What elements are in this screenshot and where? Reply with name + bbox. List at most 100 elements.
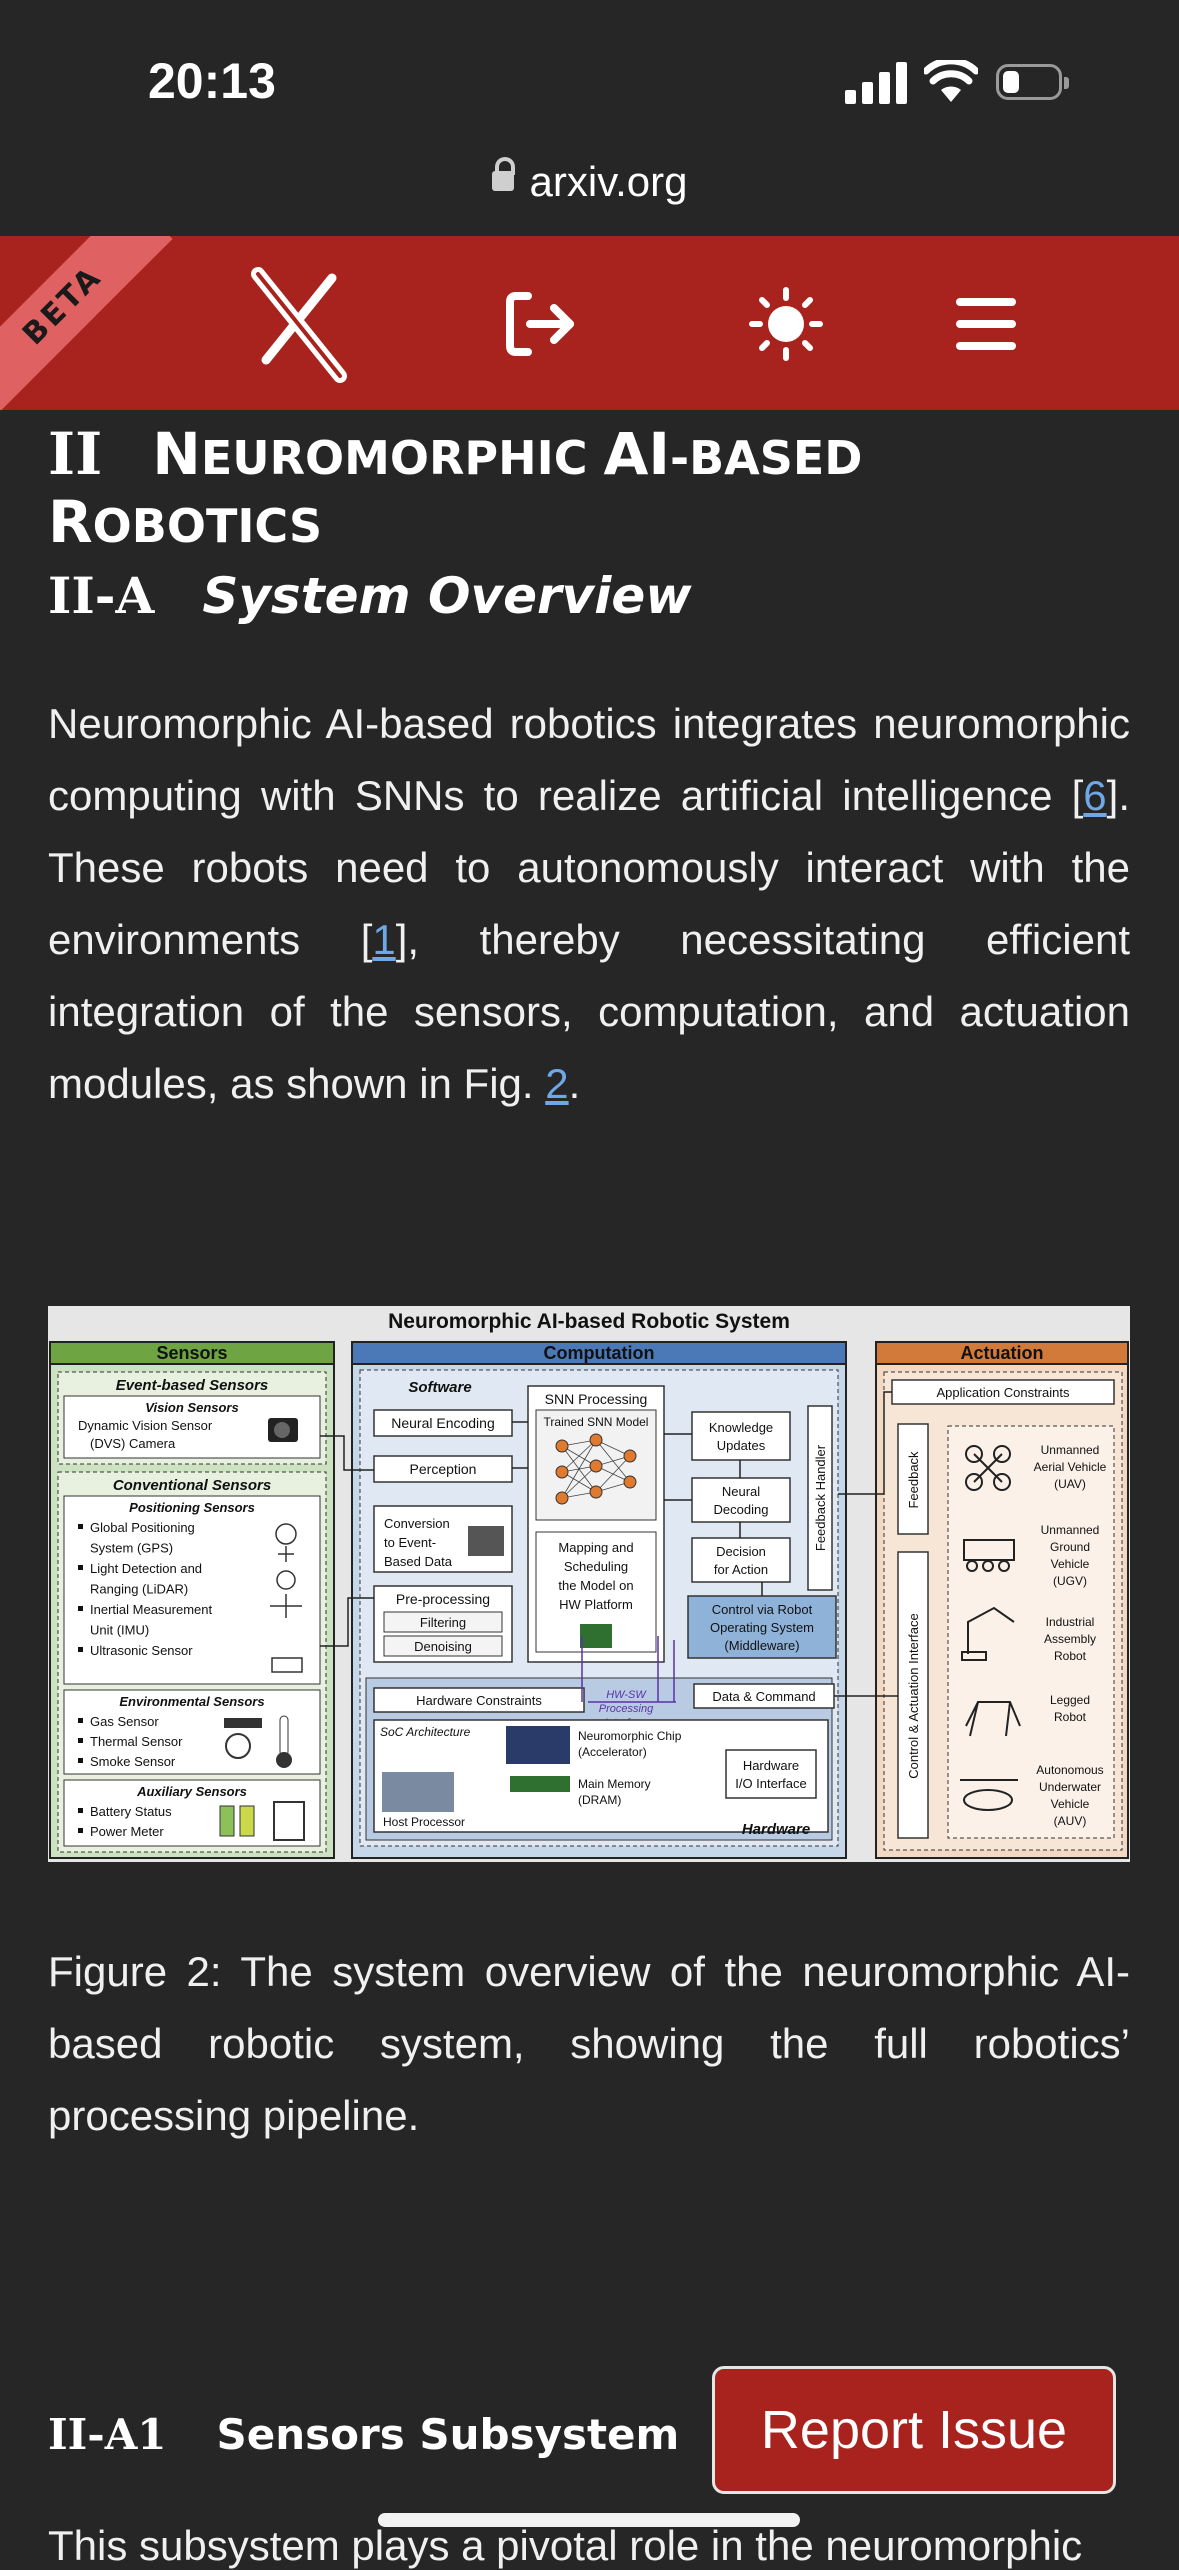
software-label: Software bbox=[408, 1379, 471, 1396]
section-title-part: N bbox=[152, 420, 201, 488]
site-header: BETA bbox=[0, 236, 1179, 410]
report-issue-button[interactable]: Report Issue bbox=[712, 2366, 1116, 2494]
pos-list-line: Light Detection and bbox=[90, 1561, 202, 1576]
section-title: NEUROMORPHIC AI-BASED ROBOTICS bbox=[48, 420, 862, 556]
ctrl-lines-line: Operating System bbox=[710, 1620, 814, 1635]
positioning-sensors-title: Positioning Sensors bbox=[129, 1500, 255, 1515]
app-constraints-box: Application Constraints bbox=[937, 1385, 1070, 1400]
arxiv-logo-icon[interactable] bbox=[236, 264, 356, 384]
paragraph-text: Neuromorphic AI-based robotics integrate… bbox=[48, 700, 1130, 819]
neural-encoding-box: Neural Encoding bbox=[391, 1415, 495, 1431]
url-bar[interactable]: arxiv.org bbox=[0, 156, 1179, 206]
paragraph-text: . bbox=[568, 1060, 581, 1107]
next-paragraph: This subsystem plays a pivotal role in t… bbox=[48, 2522, 1083, 2569]
login-icon[interactable] bbox=[482, 264, 602, 384]
citation-link[interactable]: 6 bbox=[1083, 772, 1107, 819]
host-processor-icon bbox=[382, 1772, 454, 1812]
vision-item: (DVS) Camera bbox=[90, 1436, 176, 1451]
chip-lines-line: (Accelerator) bbox=[578, 1745, 647, 1759]
hwsw-lines-line: Processing bbox=[599, 1703, 654, 1715]
section-number: II bbox=[48, 420, 103, 488]
body-paragraph: Neuromorphic AI-based robotics integrate… bbox=[48, 688, 1130, 1120]
smoke-detector-icon bbox=[224, 1718, 262, 1759]
robot-uav-label: Aerial Vehicle bbox=[1034, 1460, 1107, 1474]
know-lines-line: Knowledge bbox=[709, 1420, 773, 1435]
perception-box: Perception bbox=[410, 1461, 477, 1477]
memory-icon bbox=[510, 1776, 570, 1792]
main-memory-label: Main Memory(DRAM) bbox=[578, 1777, 651, 1807]
feedback-handler-box: Feedback Handler bbox=[813, 1444, 828, 1551]
citation-link[interactable]: 2 bbox=[545, 1060, 569, 1107]
preprocessing-box: Pre-processing bbox=[396, 1591, 490, 1607]
know-lines-line: Updates bbox=[717, 1438, 766, 1453]
map-lines-line: Mapping and bbox=[558, 1540, 633, 1555]
env-list-line: Thermal Sensor bbox=[90, 1734, 183, 1749]
dec-lines-line: Decoding bbox=[714, 1502, 769, 1517]
subsubsection-number: II-A1 bbox=[48, 2410, 167, 2459]
aux-list-line: Battery Status bbox=[90, 1804, 172, 1819]
ctrl-lines-line: Control via Robot bbox=[712, 1602, 813, 1617]
vision-sensors-title: Vision Sensors bbox=[145, 1400, 238, 1415]
status-bar: 20:13 arxiv.org bbox=[0, 0, 1179, 205]
environmental-sensors-title: Environmental Sensors bbox=[119, 1694, 264, 1709]
robot-ugv-label: Unmanned bbox=[1041, 1523, 1100, 1537]
pos-list-line: Global Positioning bbox=[90, 1520, 195, 1535]
bullet bbox=[78, 1606, 83, 1611]
power-meter-icon bbox=[273, 1801, 305, 1841]
env-list-line: Smoke Sensor bbox=[90, 1754, 176, 1769]
citation-link[interactable]: 1 bbox=[372, 916, 396, 963]
hardware-constraints-box: Hardware Constraints bbox=[416, 1693, 542, 1708]
neuron-nodes bbox=[555, 1433, 637, 1505]
trained-model-box: Trained SNN Model bbox=[544, 1415, 649, 1429]
bullet bbox=[78, 1524, 83, 1529]
robot-icons bbox=[960, 1445, 1021, 1811]
bullet bbox=[78, 1647, 83, 1652]
menu-icon[interactable] bbox=[926, 264, 1046, 384]
actuation-header: Actuation bbox=[961, 1343, 1044, 1363]
auxiliary-sensors-title: Auxiliary Sensors bbox=[136, 1784, 247, 1799]
map-lines-line: Scheduling bbox=[564, 1559, 628, 1574]
act-lines-line: Decision bbox=[716, 1544, 766, 1559]
bullet bbox=[78, 1828, 83, 1833]
dec-lines-line: Neural bbox=[722, 1484, 760, 1499]
home-indicator[interactable] bbox=[378, 2513, 800, 2527]
event-image-icon bbox=[468, 1526, 504, 1556]
bullet bbox=[78, 1718, 83, 1723]
pos-list-line: Ultrasonic Sensor bbox=[90, 1643, 193, 1658]
battery-icon bbox=[996, 64, 1069, 100]
robot-legged-label: Robot bbox=[1054, 1710, 1087, 1724]
theme-toggle-icon[interactable] bbox=[726, 264, 846, 384]
data-command-box: Data & Command bbox=[712, 1689, 815, 1704]
robot-ugv-label: (UGV) bbox=[1053, 1574, 1087, 1588]
filtering-box: Filtering bbox=[420, 1615, 466, 1630]
robot-industrial-label: Industrial bbox=[1046, 1615, 1095, 1629]
paragraph-text: ], thereby necessitating efficient integ… bbox=[48, 916, 1130, 1107]
neural-network-icon bbox=[561, 1439, 631, 1499]
soc-label: SoC Architecture bbox=[380, 1725, 471, 1739]
section-title-part: R bbox=[48, 488, 93, 556]
io-lines-line: I/O Interface bbox=[735, 1776, 807, 1791]
aux-list-line: Power Meter bbox=[90, 1824, 164, 1839]
ctrl-lines-line: (Middleware) bbox=[724, 1638, 799, 1653]
section-title-part: AI bbox=[603, 420, 670, 488]
pos-list-line: Unit (IMU) bbox=[90, 1623, 149, 1638]
robot-industrial-label: Robot bbox=[1054, 1649, 1087, 1663]
control-actuation-interface-box: Control & Actuation Interface bbox=[906, 1613, 921, 1778]
clock: 20:13 bbox=[148, 53, 276, 109]
paragraph-text: ]. These robots need to autonomously int… bbox=[48, 772, 1130, 963]
robot-ugv-label: Vehicle bbox=[1051, 1557, 1090, 1571]
figure-title: Neuromorphic AI-based Robotic System bbox=[388, 1310, 790, 1333]
mem-lines-line: Main Memory bbox=[578, 1777, 651, 1791]
